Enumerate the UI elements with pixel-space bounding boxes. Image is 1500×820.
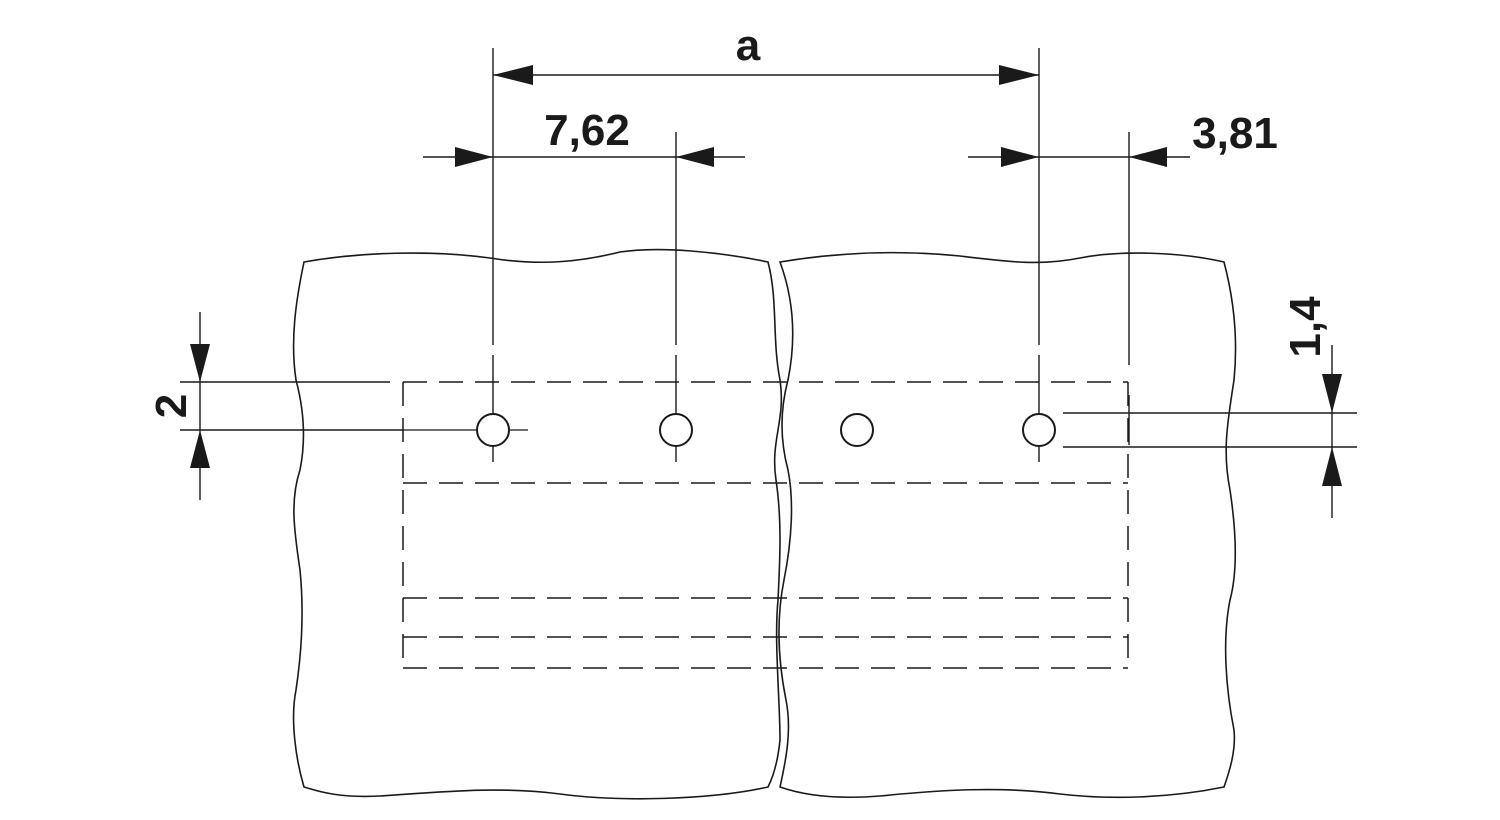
dimension-pitch-label: 7,62 [544,106,630,155]
hole-2 [659,413,693,447]
hole-1 [476,413,510,447]
hole-3 [840,413,874,447]
dimension-row-offset: 2 [147,312,403,500]
left-block-outline [292,248,783,800]
dimension-edge: 3,81 [968,109,1278,167]
dimension-hole-diameter: 1,4 [1063,296,1357,518]
hole-4 [1022,413,1056,447]
dimension-a: a [493,21,1039,85]
dimension-edge-label: 3,81 [1192,109,1278,158]
dimension-hole-diameter-label: 1,4 [1281,296,1330,358]
dimension-a-label: a [736,21,761,70]
right-block-outline [778,251,1237,799]
dimension-pitch: 7,62 [423,106,745,167]
dimension-row-offset-label: 2 [147,394,196,418]
